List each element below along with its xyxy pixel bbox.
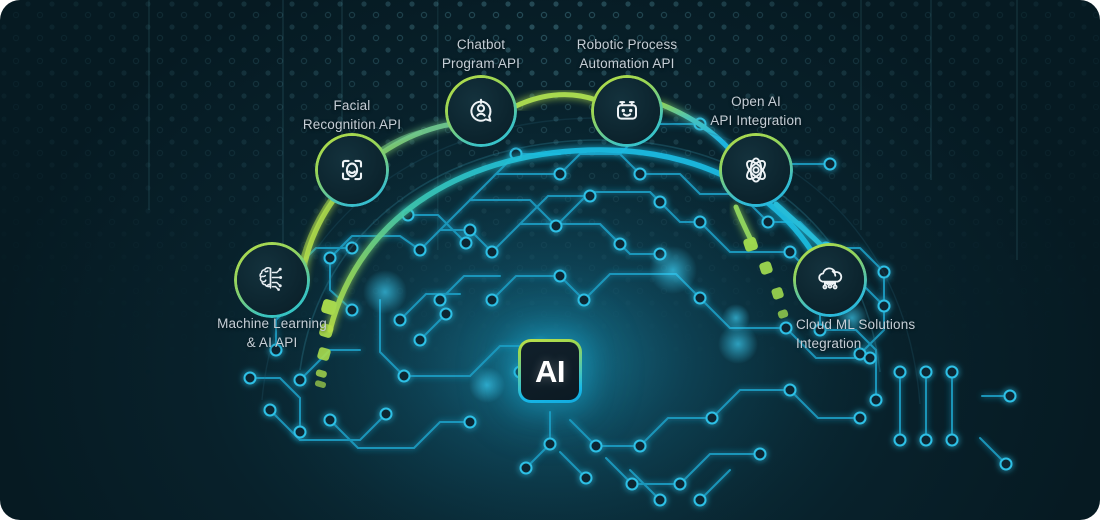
node-disc	[318, 136, 386, 204]
robot-face-icon	[617, 101, 637, 120]
label-line-2: & AI API	[246, 335, 298, 350]
node-disc	[722, 136, 790, 204]
node-chatbot[interactable]	[445, 75, 517, 147]
label-chatbot: Chatbot Program API	[397, 35, 565, 73]
label-line-1: Robotic Process	[576, 37, 678, 52]
label-line-2: Automation API	[579, 56, 675, 71]
ai-chip-label: AI	[535, 353, 566, 389]
node-facial-recognition[interactable]	[315, 133, 389, 207]
atom-icon	[746, 157, 766, 183]
label-cloud-ml: Cloud ML Solutions Integration	[742, 315, 957, 353]
brain-circuit-icon	[259, 267, 283, 291]
label-line-1: Cloud ML Solutions	[796, 317, 916, 332]
chatbot-bubble-icon	[470, 98, 492, 122]
node-cloud-ml[interactable]	[793, 243, 867, 317]
label-open-ai: Open AI API Integration	[672, 92, 840, 130]
label-line-2: API Integration	[710, 113, 802, 128]
ai-chip-inner: AI	[521, 342, 579, 400]
label-line-2: Integration	[796, 336, 862, 351]
node-disc	[237, 245, 307, 315]
ai-chip[interactable]: AI	[518, 339, 582, 403]
node-disc	[594, 78, 660, 144]
node-open-ai[interactable]	[719, 133, 793, 207]
label-facial-recognition: Facial Recognition API	[268, 96, 436, 134]
label-line-2: Recognition API	[302, 117, 402, 132]
cloud-network-icon	[818, 267, 843, 290]
label-machine-learning: Machine Learning & AI API	[190, 314, 354, 352]
label-line-1: Chatbot	[456, 37, 506, 52]
label-line-1: Machine Learning	[217, 316, 327, 331]
node-robotic-process-automation[interactable]	[591, 75, 663, 147]
node-disc	[796, 246, 864, 314]
face-scan-icon	[341, 159, 363, 181]
label-line-2: Program API	[441, 56, 521, 71]
label-line-1: Open AI	[731, 94, 781, 109]
node-machine-learning[interactable]	[234, 242, 310, 318]
label-robotic-process-automation: Robotic Process Automation API	[543, 35, 711, 73]
label-line-1: Facial	[333, 98, 371, 113]
